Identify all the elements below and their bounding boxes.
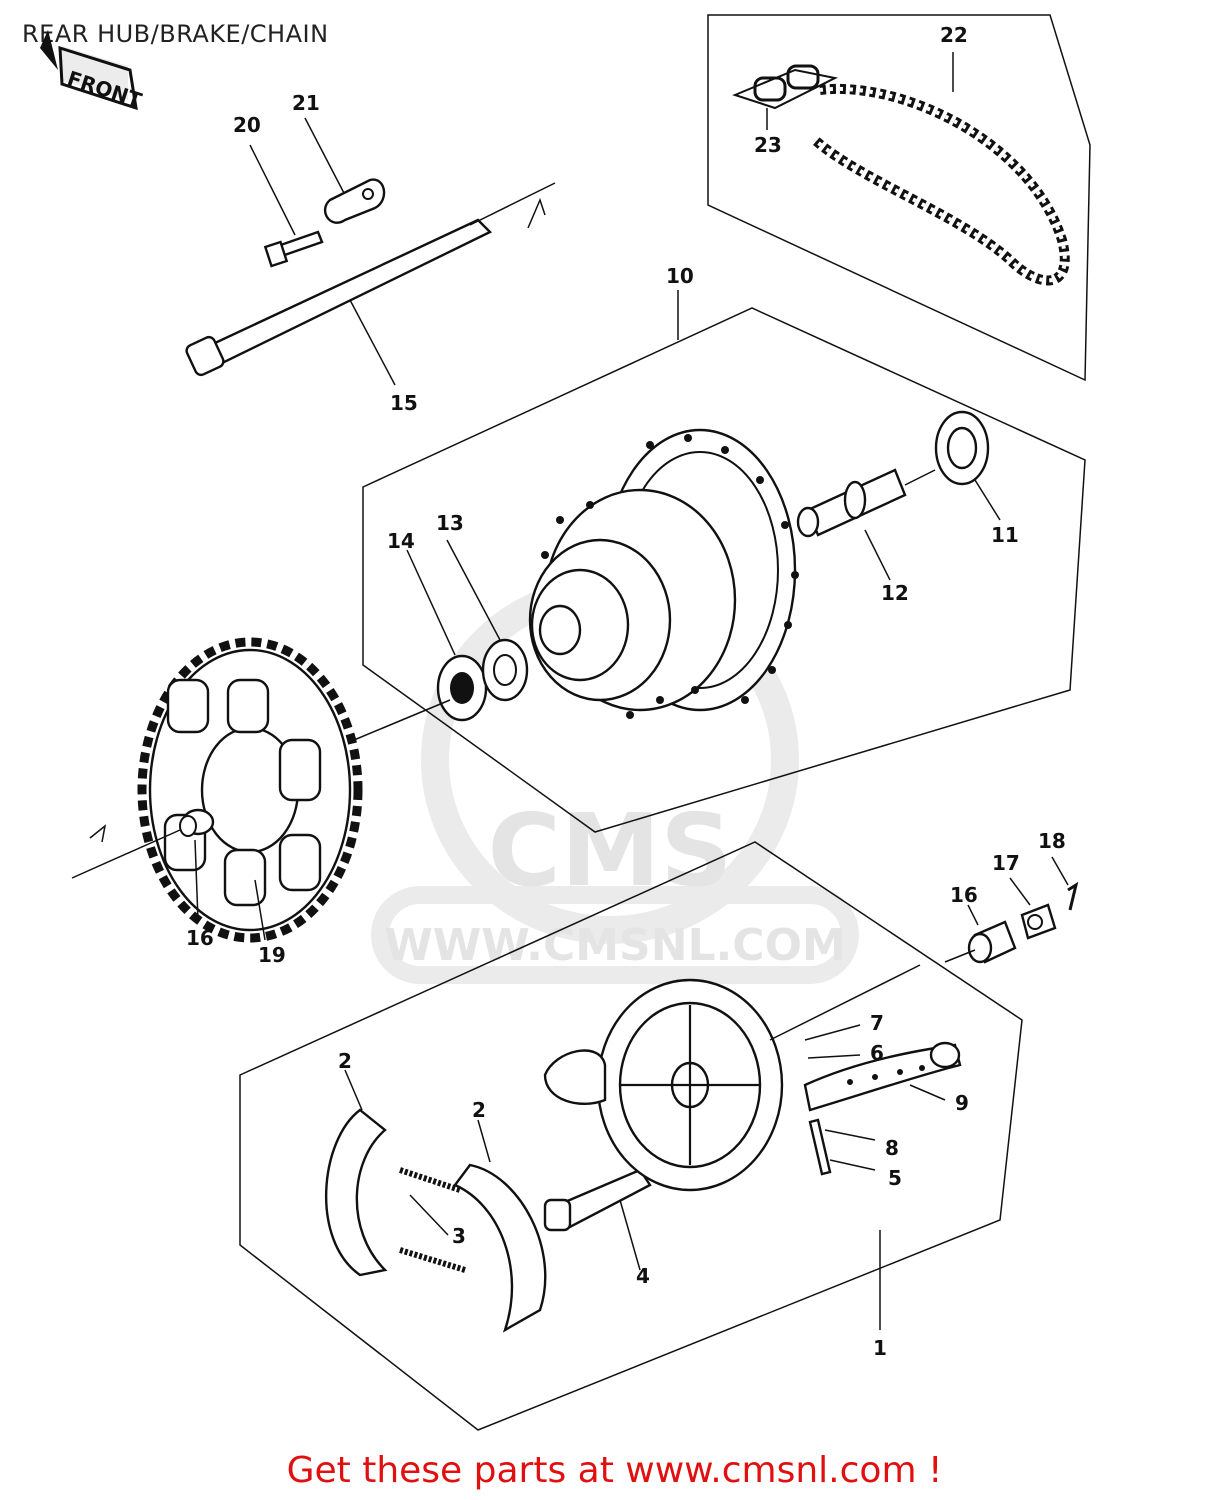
callout-6: 6 bbox=[870, 1041, 884, 1065]
footer-shop-link[interactable]: Get these parts at www.cmsnl.com ! bbox=[286, 1450, 943, 1491]
callout-11: 11 bbox=[991, 523, 1019, 547]
page-title: REAR HUB/BRAKE/CHAIN bbox=[22, 20, 329, 48]
callout-3: 3 bbox=[452, 1224, 466, 1248]
front-direction-tag: FRONT bbox=[40, 30, 145, 112]
watermark-url: WWW.CMSNL.COM bbox=[384, 920, 846, 971]
callout-16b: 16 bbox=[950, 883, 978, 907]
callout-9: 9 bbox=[955, 1091, 969, 1115]
callout-7: 7 bbox=[870, 1011, 884, 1035]
callout-2a: 2 bbox=[338, 1049, 352, 1073]
callout-14: 14 bbox=[387, 529, 415, 553]
callout-10: 10 bbox=[666, 264, 694, 288]
callout-4: 4 bbox=[636, 1264, 650, 1288]
brake-assembly-box bbox=[239, 841, 1079, 1431]
hub-assembly-box bbox=[329, 290, 1086, 833]
rear-sprocket bbox=[71, 637, 363, 943]
callout-8: 8 bbox=[885, 1136, 899, 1160]
callout-2b: 2 bbox=[472, 1098, 486, 1122]
callout-5: 5 bbox=[888, 1166, 902, 1190]
callout-16a: 16 bbox=[186, 926, 214, 950]
callout-22: 22 bbox=[940, 23, 968, 47]
watermark-brand: CMS bbox=[488, 792, 733, 909]
callout-12: 12 bbox=[881, 581, 909, 605]
callout-18: 18 bbox=[1038, 829, 1066, 853]
callout-17: 17 bbox=[992, 851, 1020, 875]
bolt-and-plate bbox=[249, 117, 386, 268]
callout-1: 1 bbox=[873, 1336, 887, 1360]
callout-19: 19 bbox=[258, 943, 286, 967]
callout-15: 15 bbox=[390, 391, 418, 415]
cms-watermark: CMS WWW.CMSNL.COM bbox=[371, 576, 859, 984]
callout-20: 20 bbox=[233, 113, 261, 137]
chain-assembly-box bbox=[707, 14, 1091, 382]
callout-21: 21 bbox=[292, 91, 320, 115]
callout-23: 23 bbox=[754, 133, 782, 157]
rear-axle bbox=[185, 182, 556, 386]
callout-numbers: 1 2 2 3 4 5 6 7 8 9 10 11 12 13 14 15 16… bbox=[186, 23, 1066, 1360]
callout-13: 13 bbox=[436, 511, 464, 535]
